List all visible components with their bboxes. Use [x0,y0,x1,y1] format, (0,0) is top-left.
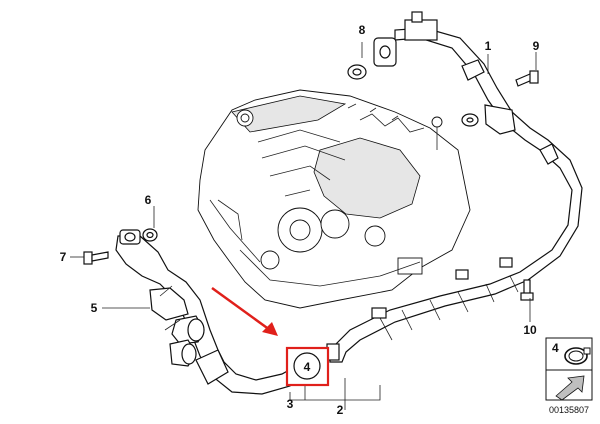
left-pipe-assembly [115,229,309,395]
engine-block [197,89,471,309]
inset-arrow-box [545,369,593,401]
gasket-8 [347,37,397,80]
bolt-7 [83,251,109,265]
callout-1: 1 [485,39,492,53]
callout-3: 3 [287,397,294,411]
part-number: 00135807 [549,405,589,415]
inset-label: 4 [552,341,559,355]
highlight-label: 4 [304,360,311,374]
bolt-10 [520,279,534,301]
gasket-6 [142,228,158,242]
leader-lines [70,42,537,410]
callout-10: 10 [523,323,537,337]
highlighted-part-4: 4 [285,346,330,387]
coolant-pipe-assembly [326,11,583,363]
bolt-9 [515,70,539,87]
inset-hose-clamp: 4 [545,337,593,371]
callout-9: 9 [533,39,540,53]
callout-2: 2 [337,403,344,417]
callout-5: 5 [91,301,98,315]
callout-7: 7 [60,250,67,264]
red-arrow [211,286,278,336]
callout-6: 6 [145,193,152,207]
callout-8: 8 [359,23,366,37]
